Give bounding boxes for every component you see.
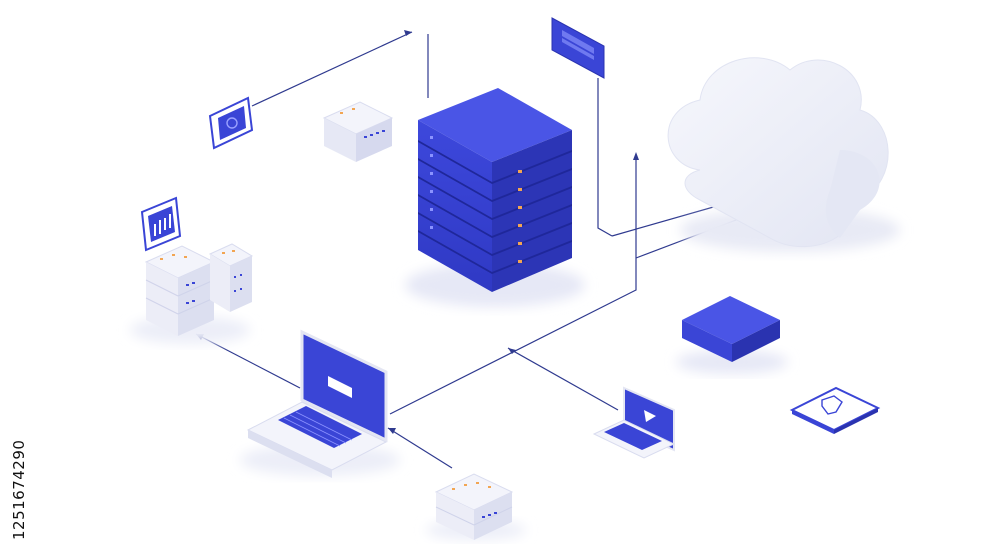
server-rack-icon <box>405 88 585 307</box>
laptop-icon <box>240 329 400 478</box>
connection-line <box>597 78 613 237</box>
storage-stack-icon <box>130 243 254 344</box>
connection-line <box>251 31 413 107</box>
arrowheads <box>196 30 639 434</box>
tablet-icon <box>551 17 605 79</box>
arrowhead <box>508 348 516 354</box>
small-laptop-icon <box>592 386 676 459</box>
cloud-icon <box>667 57 900 252</box>
storage-stack-icon <box>322 101 394 162</box>
stock-id-label: 1251674290 <box>10 439 28 540</box>
monitor-icon <box>208 96 254 150</box>
connection-line <box>389 158 637 415</box>
network-box-icon <box>676 296 788 374</box>
arrowhead <box>404 30 412 36</box>
arrowhead <box>633 152 639 160</box>
connection-line <box>387 427 453 469</box>
arrowhead <box>388 428 396 434</box>
connection-line <box>507 347 619 411</box>
connection-line <box>195 333 301 389</box>
shield-icon <box>789 386 881 434</box>
storage-stack-icon <box>426 473 526 540</box>
dashboard-monitor-icon <box>140 196 182 252</box>
